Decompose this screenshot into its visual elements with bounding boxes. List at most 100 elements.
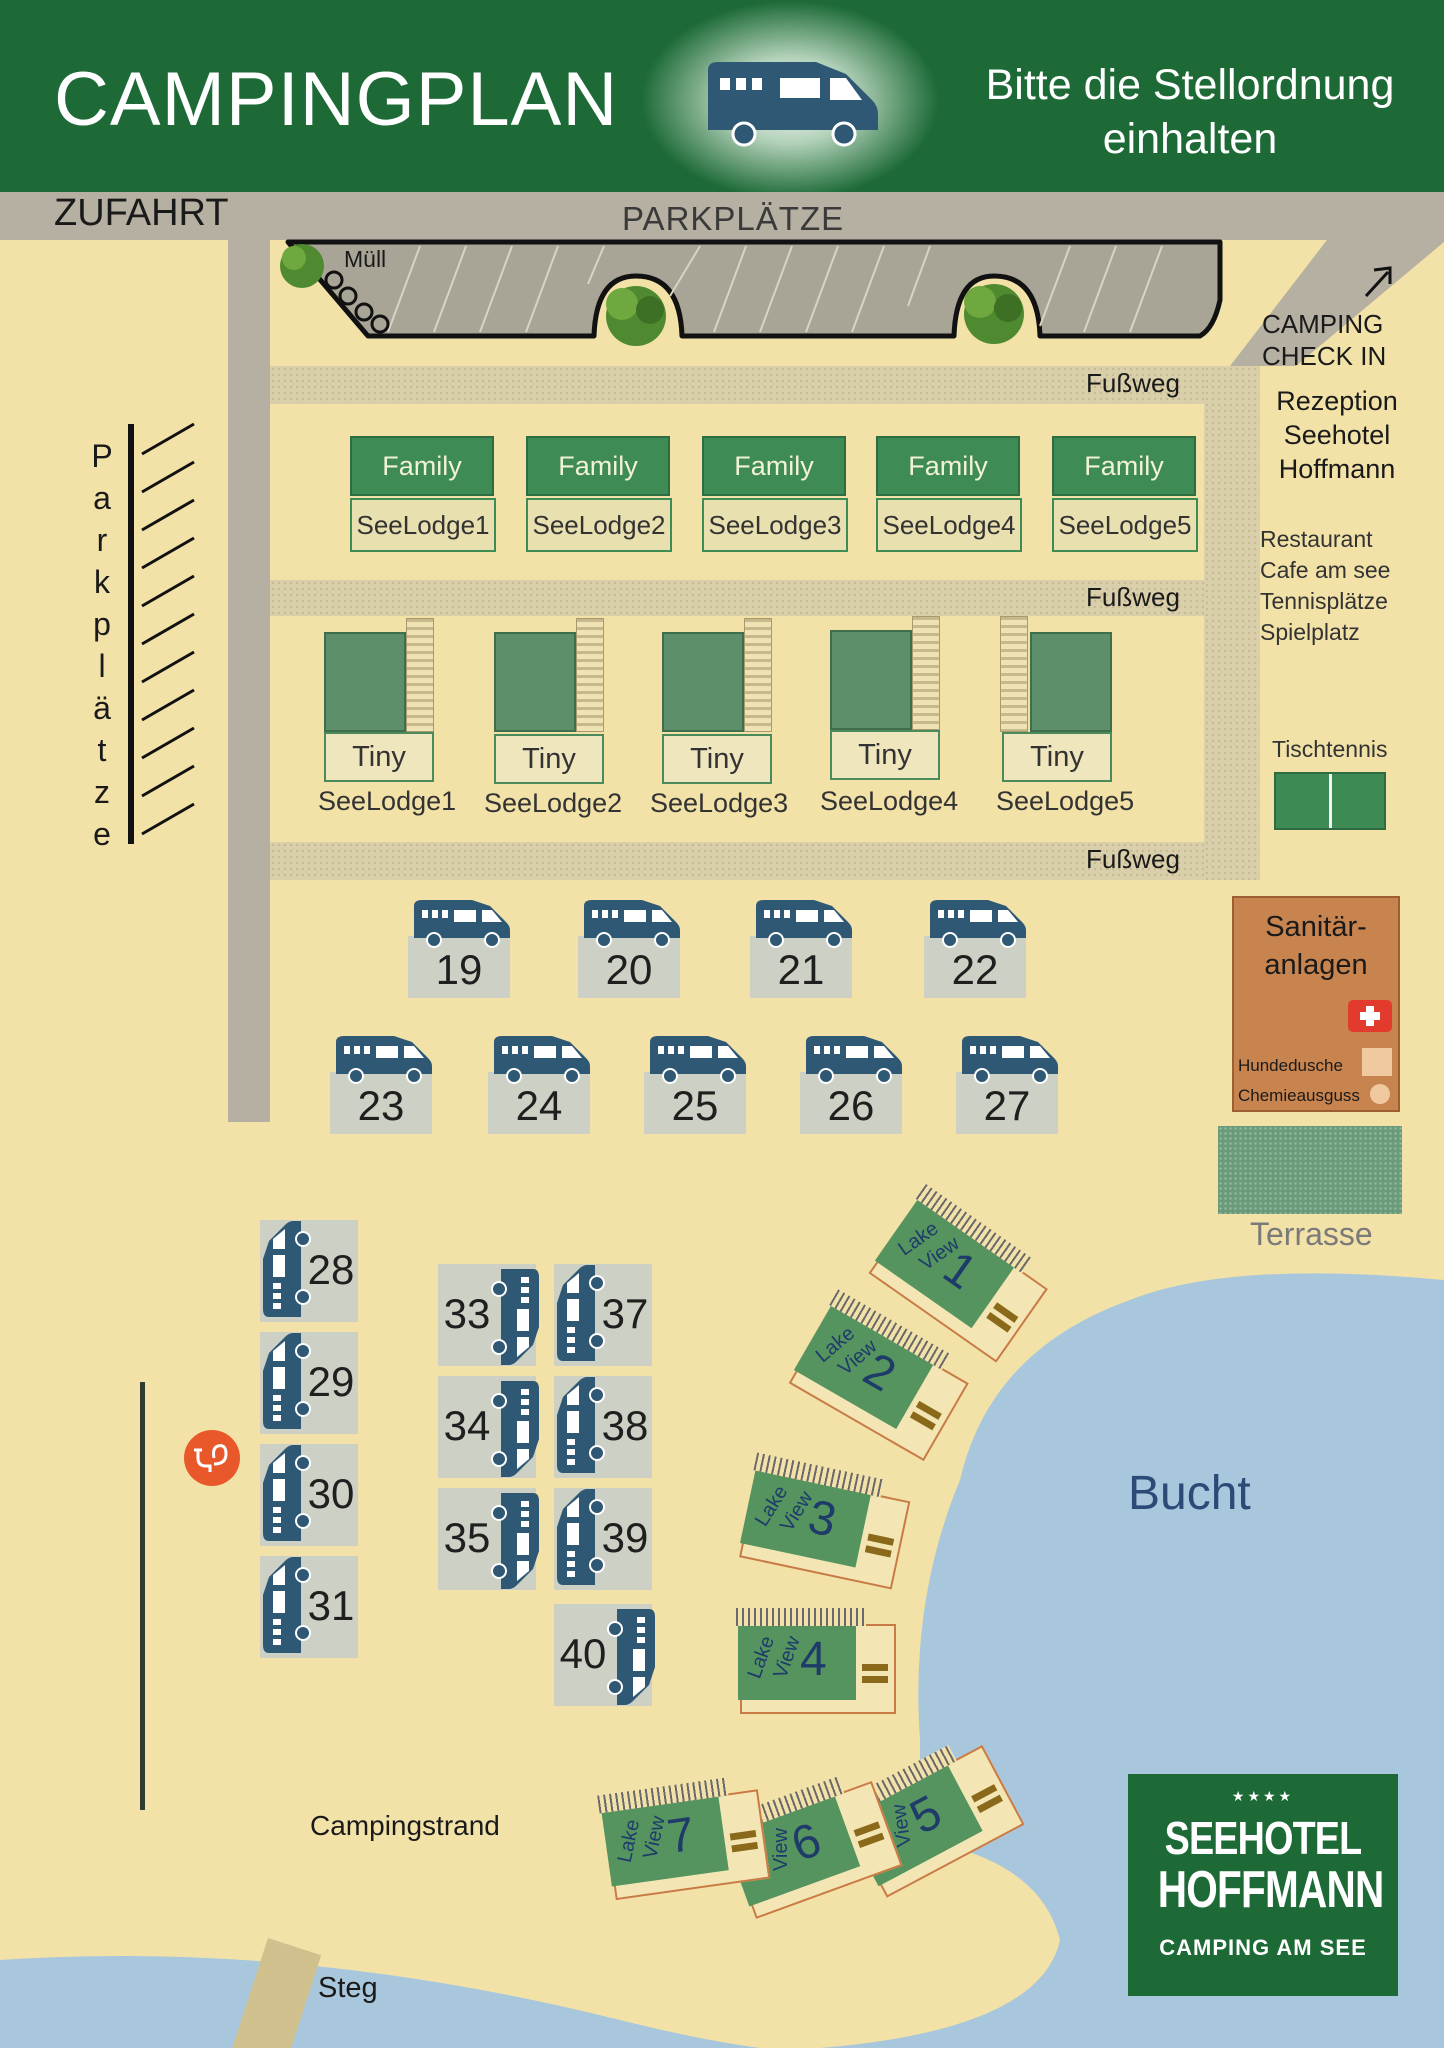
parkplaetze-side-letter: l xyxy=(98,648,106,684)
camper-icon xyxy=(491,1381,539,1477)
chemical-disposal-marker xyxy=(1370,1084,1390,1104)
camper-icon xyxy=(557,1377,605,1473)
camper-site-number: 24 xyxy=(515,1082,563,1129)
tiny-lodge-4-body[interactable] xyxy=(830,630,912,730)
camper-site[interactable]: 35 xyxy=(438,1488,539,1592)
header-note-line1: Bitte die Stellordnung xyxy=(985,61,1395,109)
camper-site-number: 34 xyxy=(443,1402,491,1449)
camper-icon xyxy=(263,1333,311,1429)
family-lodge-3-name: SeeLodge3 xyxy=(702,498,848,552)
seehotel-logo[interactable]: ★★★★ SEEHOTEL HOFFMANN CAMPING AM SEE xyxy=(1128,1774,1398,1996)
camper-site-number: 31 xyxy=(307,1582,355,1629)
steg-label: Steg xyxy=(318,1972,378,2004)
camper-icon xyxy=(491,1269,539,1365)
reception-line1: Rezeption xyxy=(1276,386,1398,416)
family-lodge-1-name: SeeLodge1 xyxy=(350,498,496,552)
fussweg-label-3: Fußweg xyxy=(1086,844,1180,874)
tiny-lodge-2-tag: Tiny xyxy=(494,734,604,784)
camper-site[interactable]: 22 xyxy=(924,898,1028,1000)
family-lodge-1-roof[interactable]: Family xyxy=(350,436,494,496)
camper-site[interactable]: 37 xyxy=(554,1264,652,1368)
camper-site[interactable]: 24 xyxy=(488,1034,592,1136)
camper-site-number: 29 xyxy=(307,1358,355,1405)
camper-site[interactable]: 30 xyxy=(260,1444,358,1548)
camper-site-number: 27 xyxy=(983,1082,1031,1129)
sanitary-building[interactable]: Sanitär- anlagen Hundedusche Chemieausgu… xyxy=(1232,896,1400,1112)
camper-site[interactable]: 39 xyxy=(554,1488,652,1592)
camper-site-number: 23 xyxy=(357,1082,405,1129)
camper-icon xyxy=(336,1036,432,1084)
tiny-lodge-4-name: SeeLodge4 xyxy=(820,786,959,816)
camper-site-number: 28 xyxy=(307,1246,355,1293)
facility-restaurant: Restaurant xyxy=(1260,526,1373,552)
tiny-lodge-1-body[interactable] xyxy=(324,632,406,732)
reception-label: Rezeption Seehotel Hoffmann xyxy=(1262,384,1412,486)
tiny-lodge-5-body[interactable] xyxy=(1030,632,1112,732)
tiny-lodge-1-tag: Tiny xyxy=(324,732,434,782)
footpath-3 xyxy=(270,842,1204,880)
camper-site-number: 35 xyxy=(443,1514,491,1561)
dog-shower-label: Hundedusche xyxy=(1238,1056,1343,1075)
motorhome-logo-icon xyxy=(708,62,878,147)
camper-icon xyxy=(263,1221,311,1317)
camper-icon xyxy=(491,1493,539,1589)
camper-icon xyxy=(806,1036,902,1084)
camper-icon xyxy=(650,1036,746,1084)
camper-site-number: 30 xyxy=(307,1470,355,1517)
camper-site[interactable]: 40 xyxy=(554,1604,655,1708)
camper-site-number: 33 xyxy=(443,1290,491,1337)
logo-line3: CAMPING AM SEE xyxy=(1159,1935,1367,1960)
tiny-lodge-2-stairs xyxy=(576,618,604,732)
tiny-lodge-5-stairs xyxy=(1000,616,1028,732)
logo-line2: HOFFMANN xyxy=(1157,1861,1385,1919)
camper-site-number: 21 xyxy=(777,946,825,993)
parkplaetze-side-letter: a xyxy=(93,480,111,516)
deck-chairs-icon xyxy=(864,1532,895,1563)
muell-label: Müll xyxy=(344,246,387,272)
lake-view-terrace xyxy=(736,1608,866,1626)
fence-line xyxy=(140,1382,145,1810)
family-lodge-2-name: SeeLodge2 xyxy=(526,498,672,552)
footpath-right xyxy=(1204,366,1260,880)
tiny-lodge-1-stairs xyxy=(406,618,434,732)
campingstrand-label: Campingstrand xyxy=(310,1810,500,1841)
facility-tennis: Tennisplätze xyxy=(1260,588,1388,614)
access-road xyxy=(228,236,270,1122)
camper-site[interactable]: 21 xyxy=(750,898,854,1000)
tiny-lodge-1-name: SeeLodge1 xyxy=(318,786,457,816)
deck-chairs-icon xyxy=(729,1828,759,1857)
camper-site[interactable]: 27 xyxy=(956,1034,1060,1136)
family-lodge-2-roof[interactable]: Family xyxy=(526,436,670,496)
camper-site[interactable]: 34 xyxy=(438,1376,539,1480)
camper-site[interactable]: 33 xyxy=(438,1264,539,1368)
camper-site[interactable]: 25 xyxy=(644,1034,748,1136)
tiny-lodge-3-body[interactable] xyxy=(662,632,744,732)
family-lodge-4-roof[interactable]: Family xyxy=(876,436,1020,496)
chemical-disposal-label: Chemieausguss xyxy=(1238,1086,1360,1105)
sanitary-label: Sanitär- anlagen xyxy=(1234,908,1398,984)
tiny-lodge-3-name: SeeLodge3 xyxy=(650,788,789,818)
camper-site[interactable]: 29 xyxy=(260,1332,358,1436)
parkplaetze-side-letter: ä xyxy=(93,690,111,726)
camper-site[interactable]: 31 xyxy=(260,1556,358,1660)
first-aid-icon xyxy=(1348,1000,1392,1032)
camper-site[interactable]: 28 xyxy=(260,1220,358,1324)
family-lodge-5-roof[interactable]: Family xyxy=(1052,436,1196,496)
camper-site-number: 39 xyxy=(601,1514,649,1561)
tiny-lodge-2-body[interactable] xyxy=(494,632,576,732)
family-lodge-3-roof[interactable]: Family xyxy=(702,436,846,496)
deck-chairs-icon xyxy=(862,1662,888,1688)
fussweg-label-2: Fußweg xyxy=(1086,582,1180,612)
camper-site[interactable]: 38 xyxy=(554,1376,652,1480)
camper-site[interactable]: 26 xyxy=(800,1034,904,1136)
checkin-line1: CAMPING xyxy=(1262,309,1384,339)
terrace-label: Terrasse xyxy=(1250,1216,1373,1252)
camper-site[interactable]: 20 xyxy=(578,898,682,1000)
camper-icon xyxy=(414,900,510,948)
checkin-label[interactable]: CAMPING CHECK IN xyxy=(1262,308,1386,372)
camper-site[interactable]: 23 xyxy=(330,1034,434,1136)
camper-site[interactable]: 19 xyxy=(408,898,512,1000)
camper-site-number: 22 xyxy=(951,946,999,993)
